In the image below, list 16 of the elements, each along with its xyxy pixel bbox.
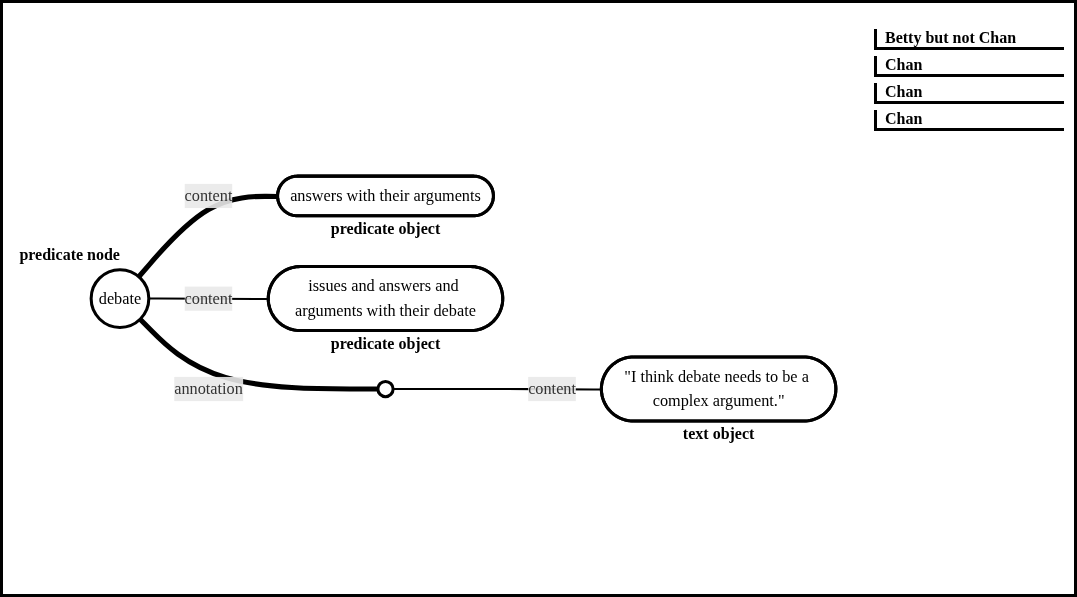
tag-label: Chan	[874, 83, 1064, 104]
edge-label: annotation	[174, 379, 243, 398]
tag-label: Chan	[874, 56, 1064, 77]
node-caption: predicate node	[19, 245, 120, 264]
node-caption: predicate object	[330, 334, 441, 353]
tag-label: Betty but not Chan	[874, 29, 1064, 50]
connector	[138, 317, 378, 392]
node-circle	[376, 379, 395, 399]
connector	[136, 193, 279, 279]
edge-label: content	[528, 379, 576, 398]
edge-label: content	[184, 186, 233, 204]
tag-label: Chan	[874, 110, 1064, 131]
edge-label: content	[184, 289, 233, 307]
node-caption: predicate object	[330, 219, 441, 238]
node-caption: text object	[682, 424, 755, 443]
node-circle: debate	[89, 268, 151, 329]
